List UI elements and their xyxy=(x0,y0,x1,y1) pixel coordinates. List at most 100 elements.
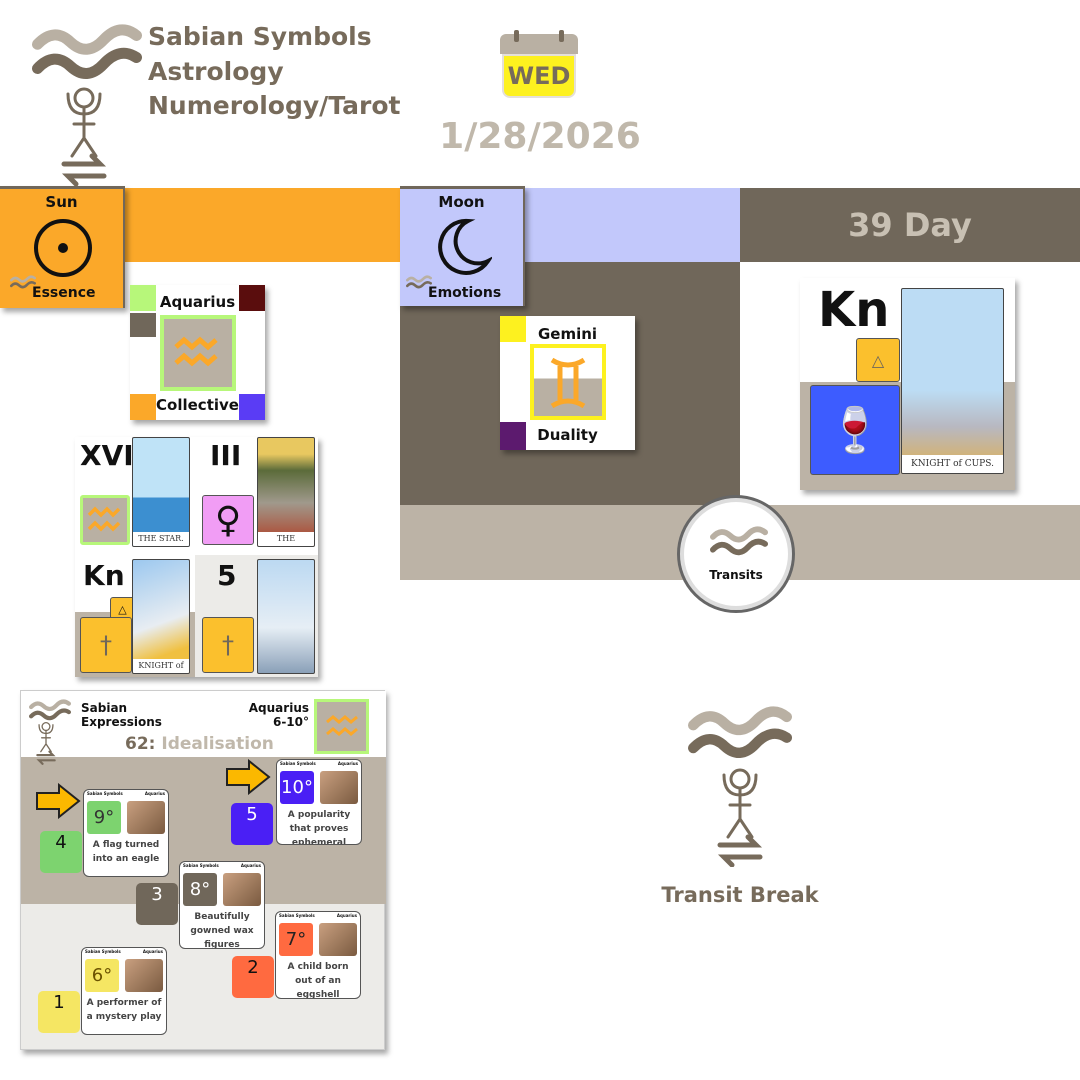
moon-symbol-icon xyxy=(438,218,492,275)
waves-logo-icon xyxy=(32,22,142,82)
card-caption: THE EMPRESS. xyxy=(258,532,314,546)
weekday-label: WED xyxy=(502,54,576,98)
calendar-icon: WED xyxy=(500,30,578,100)
tarot-card-knight-of-swords[interactable]: KNIGHT of SWORDS. xyxy=(132,559,190,674)
mini-brand: Sabian Symbols xyxy=(85,949,121,954)
waves-logo-icon xyxy=(710,526,768,556)
sun-caption: Essence xyxy=(32,285,96,301)
moon-card[interactable]: Moon Emotions xyxy=(400,186,525,306)
moon-tarot-rank: Kn xyxy=(818,282,890,338)
sabian-card-7[interactable]: Sabian Symbols Aquarius 7° A child born o… xyxy=(275,911,361,999)
degree-badge: 9° xyxy=(87,801,121,834)
gemini-glyph-icon xyxy=(530,344,606,420)
air-element-icon: △ xyxy=(856,338,900,382)
tarot-card-five-of-swords[interactable] xyxy=(257,559,315,674)
number-badge-2: 2 xyxy=(232,956,274,998)
moon-tarot-card: Kn △ 🍷 KNIGHT of CUPS. xyxy=(800,278,1015,490)
mini-brand: Sabian Symbols xyxy=(183,863,219,868)
mini-brand: Sabian Symbols xyxy=(87,791,123,796)
moon-label: Moon xyxy=(438,193,485,211)
tarot-rank-3: Kn xyxy=(83,559,125,592)
mini-sign: Aquarius xyxy=(337,761,358,766)
sabian-card-9[interactable]: Sabian Symbols Aquarius 9° A flag turned … xyxy=(83,789,169,877)
mini-sign: Aquarius xyxy=(144,791,165,796)
aquarius-icon xyxy=(314,699,369,754)
number-badge-3: 3 xyxy=(136,883,178,925)
sabian-title-1: Sabian xyxy=(81,701,128,715)
mini-brand: Sabian Symbols xyxy=(280,761,316,766)
aquarius-icon xyxy=(80,495,130,545)
tarot-card-star[interactable]: THE STAR. xyxy=(132,437,190,547)
card-caption: KNIGHT of SWORDS. xyxy=(133,659,189,673)
sabian-sign: Aquarius xyxy=(248,701,309,715)
symbol-text: A flag turned into an eagle xyxy=(92,840,160,864)
sabian-card-10[interactable]: Sabian Symbols Aquarius 10° A popularity … xyxy=(276,759,362,845)
degree-badge: 6° xyxy=(85,959,119,992)
title-line-1: Sabian Symbols xyxy=(148,22,372,51)
transits-button[interactable]: Transits xyxy=(677,495,795,613)
aquarius-caption: Collective xyxy=(156,396,239,414)
transits-label: Transits xyxy=(709,568,763,582)
sun-symbol-icon xyxy=(34,219,92,277)
sword-suit-icon: † xyxy=(80,617,132,673)
degree-badge: 10° xyxy=(280,771,314,804)
stick-figure-icon xyxy=(710,767,770,867)
symbol-text: A child born out of an eggshell xyxy=(287,962,349,999)
gemini-card[interactable]: Gemini Duality xyxy=(500,316,635,450)
sun-label: Sun xyxy=(45,193,78,211)
day-band: 39 Day xyxy=(740,188,1080,262)
symbol-image xyxy=(320,771,358,804)
sabian-title-2: Expressions xyxy=(81,715,162,729)
title-line-3: Numerology/Tarot xyxy=(148,91,401,120)
transit-break-label: Transit Break xyxy=(661,883,819,907)
arrow-right-icon xyxy=(36,783,81,819)
aquarius-card[interactable]: Aquarius Collective xyxy=(130,285,265,420)
arrow-right-icon xyxy=(226,759,271,795)
number-badge-1: 1 xyxy=(38,991,80,1033)
symbol-image xyxy=(223,873,261,906)
stick-figure-icon xyxy=(54,86,114,186)
symbol-text: Beautifully gowned wax figures xyxy=(190,912,254,949)
venus-icon: ♀ xyxy=(202,495,254,545)
sabian-number: 62: xyxy=(125,734,156,754)
tarot-grid: XVII THE STAR. III ♀ THE EMPRESS. Kn △ †… xyxy=(75,437,318,677)
tarot-card-knight-of-cups[interactable]: KNIGHT of CUPS. xyxy=(901,288,1004,474)
number-badge-4: 4 xyxy=(40,831,82,873)
sun-card[interactable]: Sun Essence xyxy=(0,186,125,308)
tarot-card-empress[interactable]: THE EMPRESS. xyxy=(257,437,315,547)
symbol-image xyxy=(319,923,357,956)
symbol-image xyxy=(127,801,165,834)
symbol-text: A popularity that proves ephemeral xyxy=(287,810,351,845)
card-caption: THE STAR. xyxy=(133,532,189,546)
gemini-label: Gemini xyxy=(537,325,598,343)
waves-logo-icon xyxy=(29,699,71,721)
card-caption: KNIGHT of CUPS. xyxy=(902,455,1003,473)
date-label: 1/28/2026 xyxy=(439,116,641,157)
degree-badge: 7° xyxy=(279,923,313,956)
aquarius-label: Aquarius xyxy=(159,293,236,311)
symbol-image xyxy=(125,959,163,992)
mini-sign: Aquarius xyxy=(142,949,163,954)
symbol-text: A performer of a mystery play xyxy=(86,998,162,1022)
mini-sign: Aquarius xyxy=(336,913,357,918)
cup-suit-icon: 🍷 xyxy=(810,385,900,475)
gemini-caption: Duality xyxy=(537,426,598,444)
sabian-range: 6-10° xyxy=(272,715,309,729)
brand-logo xyxy=(32,22,142,187)
sabian-panel: Sabian Expressions Aquarius 6-10° 62: Id… xyxy=(20,690,386,1050)
sabian-card-6[interactable]: Sabian Symbols Aquarius 6° A performer of… xyxy=(81,947,167,1035)
transit-break-button[interactable]: Transit Break xyxy=(660,705,820,915)
sabian-theme: Idealisation xyxy=(161,734,274,754)
moon-caption: Emotions xyxy=(428,285,502,301)
tarot-rank-4: 5 xyxy=(217,559,237,592)
aquarius-glyph-icon xyxy=(160,315,236,391)
tarot-rank-2: III xyxy=(210,439,242,472)
day-count: 39 Day xyxy=(848,206,972,244)
number-badge-5: 5 xyxy=(231,803,273,845)
stick-figure-icon xyxy=(36,721,56,765)
mini-sign: Aquarius xyxy=(240,863,261,868)
title-line-2: Astrology xyxy=(148,57,284,86)
mini-brand: Sabian Symbols xyxy=(279,913,315,918)
waves-logo-icon xyxy=(688,705,792,760)
